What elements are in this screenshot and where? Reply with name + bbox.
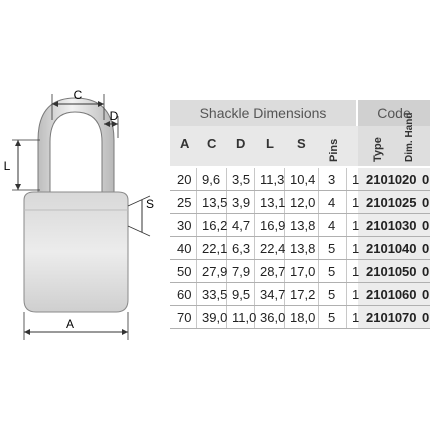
cell-l: 13,1 xyxy=(260,195,286,210)
cell-d: 3,5 xyxy=(232,172,251,187)
cell-s: 13,8 xyxy=(290,241,316,256)
padlock-diagram: C D L S A xyxy=(4,88,154,340)
cell-s: 12,0 xyxy=(290,195,316,210)
cell-l: 36,0 xyxy=(260,310,286,325)
cell-c: 9,6 xyxy=(202,172,221,187)
cell-l: 34,7 xyxy=(260,287,286,302)
cell-type: 21010 xyxy=(366,287,403,302)
cell-a: 70 xyxy=(177,310,192,325)
cell-pins: 4 xyxy=(328,218,336,233)
col-l: L xyxy=(266,136,274,151)
cell-l: 16,9 xyxy=(260,218,286,233)
label-a: A xyxy=(66,317,74,331)
cell-l: 22,4 xyxy=(260,241,286,256)
label-s: S xyxy=(146,197,154,211)
cell-end: 0 xyxy=(422,287,430,302)
cell-type: 21010 xyxy=(366,241,403,256)
col-a: A xyxy=(180,136,190,151)
lock-body xyxy=(23,191,129,313)
cell-d: 7,9 xyxy=(232,264,251,279)
cell-d: 3,9 xyxy=(232,195,251,210)
cell-end: 0 xyxy=(422,172,430,187)
cell-pins: 4 xyxy=(328,195,336,210)
cell-a: 60 xyxy=(177,287,192,302)
column-headers: A C D L S Pins Type Dim. Hand xyxy=(170,113,430,166)
cell-s: 17,0 xyxy=(290,264,316,279)
label-d: D xyxy=(110,109,119,123)
cell-s: 10,4 xyxy=(290,172,316,187)
cell-l: 28,7 xyxy=(260,264,286,279)
cell-d: 11,0 xyxy=(232,310,257,325)
cell-a: 20 xyxy=(177,172,192,187)
cell-dim: 20 xyxy=(402,172,417,187)
cell-type: 21010 xyxy=(366,195,403,210)
cell-pins: 5 xyxy=(328,241,336,256)
cell-end: 0 xyxy=(422,310,430,325)
cell-dim: 30 xyxy=(402,218,417,233)
cell-end: 0 xyxy=(422,195,430,210)
cell-hand: 1 xyxy=(352,172,360,187)
cell-hand: 1 xyxy=(352,287,360,302)
cell-pins: 5 xyxy=(328,264,336,279)
cell-dim: 70 xyxy=(402,310,417,325)
col-type: Type xyxy=(372,137,384,162)
cell-dim: 50 xyxy=(402,264,417,279)
col-pins: Pins xyxy=(328,138,340,162)
cell-type: 21010 xyxy=(366,172,403,187)
cell-s: 13,8 xyxy=(290,218,316,233)
cell-c: 13,5 xyxy=(202,195,228,210)
code-header: Code xyxy=(358,100,430,126)
cell-a: 25 xyxy=(177,195,192,210)
col-s: S xyxy=(297,136,306,151)
cell-type: 21010 xyxy=(366,264,403,279)
cell-type: 21010 xyxy=(366,218,403,233)
cell-c: 22,1 xyxy=(202,241,228,256)
cell-l: 11,3 xyxy=(260,172,285,187)
col-dim-hand: Dim. Hand xyxy=(404,112,415,162)
shackle xyxy=(37,97,115,201)
dimension-line-s xyxy=(127,195,151,207)
cell-s: 18,0 xyxy=(290,310,316,325)
shackle-dimensions-header: Shackle Dimensions xyxy=(170,100,356,126)
cell-dim: 60 xyxy=(402,287,417,302)
cell-d: 9,5 xyxy=(232,287,251,302)
cell-c: 27,9 xyxy=(202,264,228,279)
cell-pins: 5 xyxy=(328,287,336,302)
cell-a: 30 xyxy=(177,218,192,233)
label-c: C xyxy=(74,88,83,102)
cell-dim: 25 xyxy=(402,195,417,210)
cell-hand: 1 xyxy=(352,310,360,325)
cell-hand: 1 xyxy=(352,241,360,256)
cell-d: 4,7 xyxy=(232,218,251,233)
cell-hand: 1 xyxy=(352,264,360,279)
cell-end: 0 xyxy=(422,264,430,279)
cell-dim: 40 xyxy=(402,241,417,256)
col-c: C xyxy=(207,136,217,151)
cell-d: 6,3 xyxy=(232,241,251,256)
col-d: D xyxy=(236,136,246,151)
cell-a: 40 xyxy=(177,241,192,256)
cell-a: 50 xyxy=(177,264,192,279)
cell-type: 21010 xyxy=(366,310,403,325)
cell-pins: 5 xyxy=(328,310,336,325)
cell-c: 39,0 xyxy=(202,310,228,325)
cell-s: 17,2 xyxy=(290,287,316,302)
cell-end: 0 xyxy=(422,241,430,256)
cell-c: 16,2 xyxy=(202,218,228,233)
cell-hand: 1 xyxy=(352,195,360,210)
cell-end: 0 xyxy=(422,218,430,233)
cell-c: 33,5 xyxy=(202,287,228,302)
cell-pins: 3 xyxy=(328,172,336,187)
cell-hand: 1 xyxy=(352,218,360,233)
label-l: L xyxy=(4,159,11,173)
